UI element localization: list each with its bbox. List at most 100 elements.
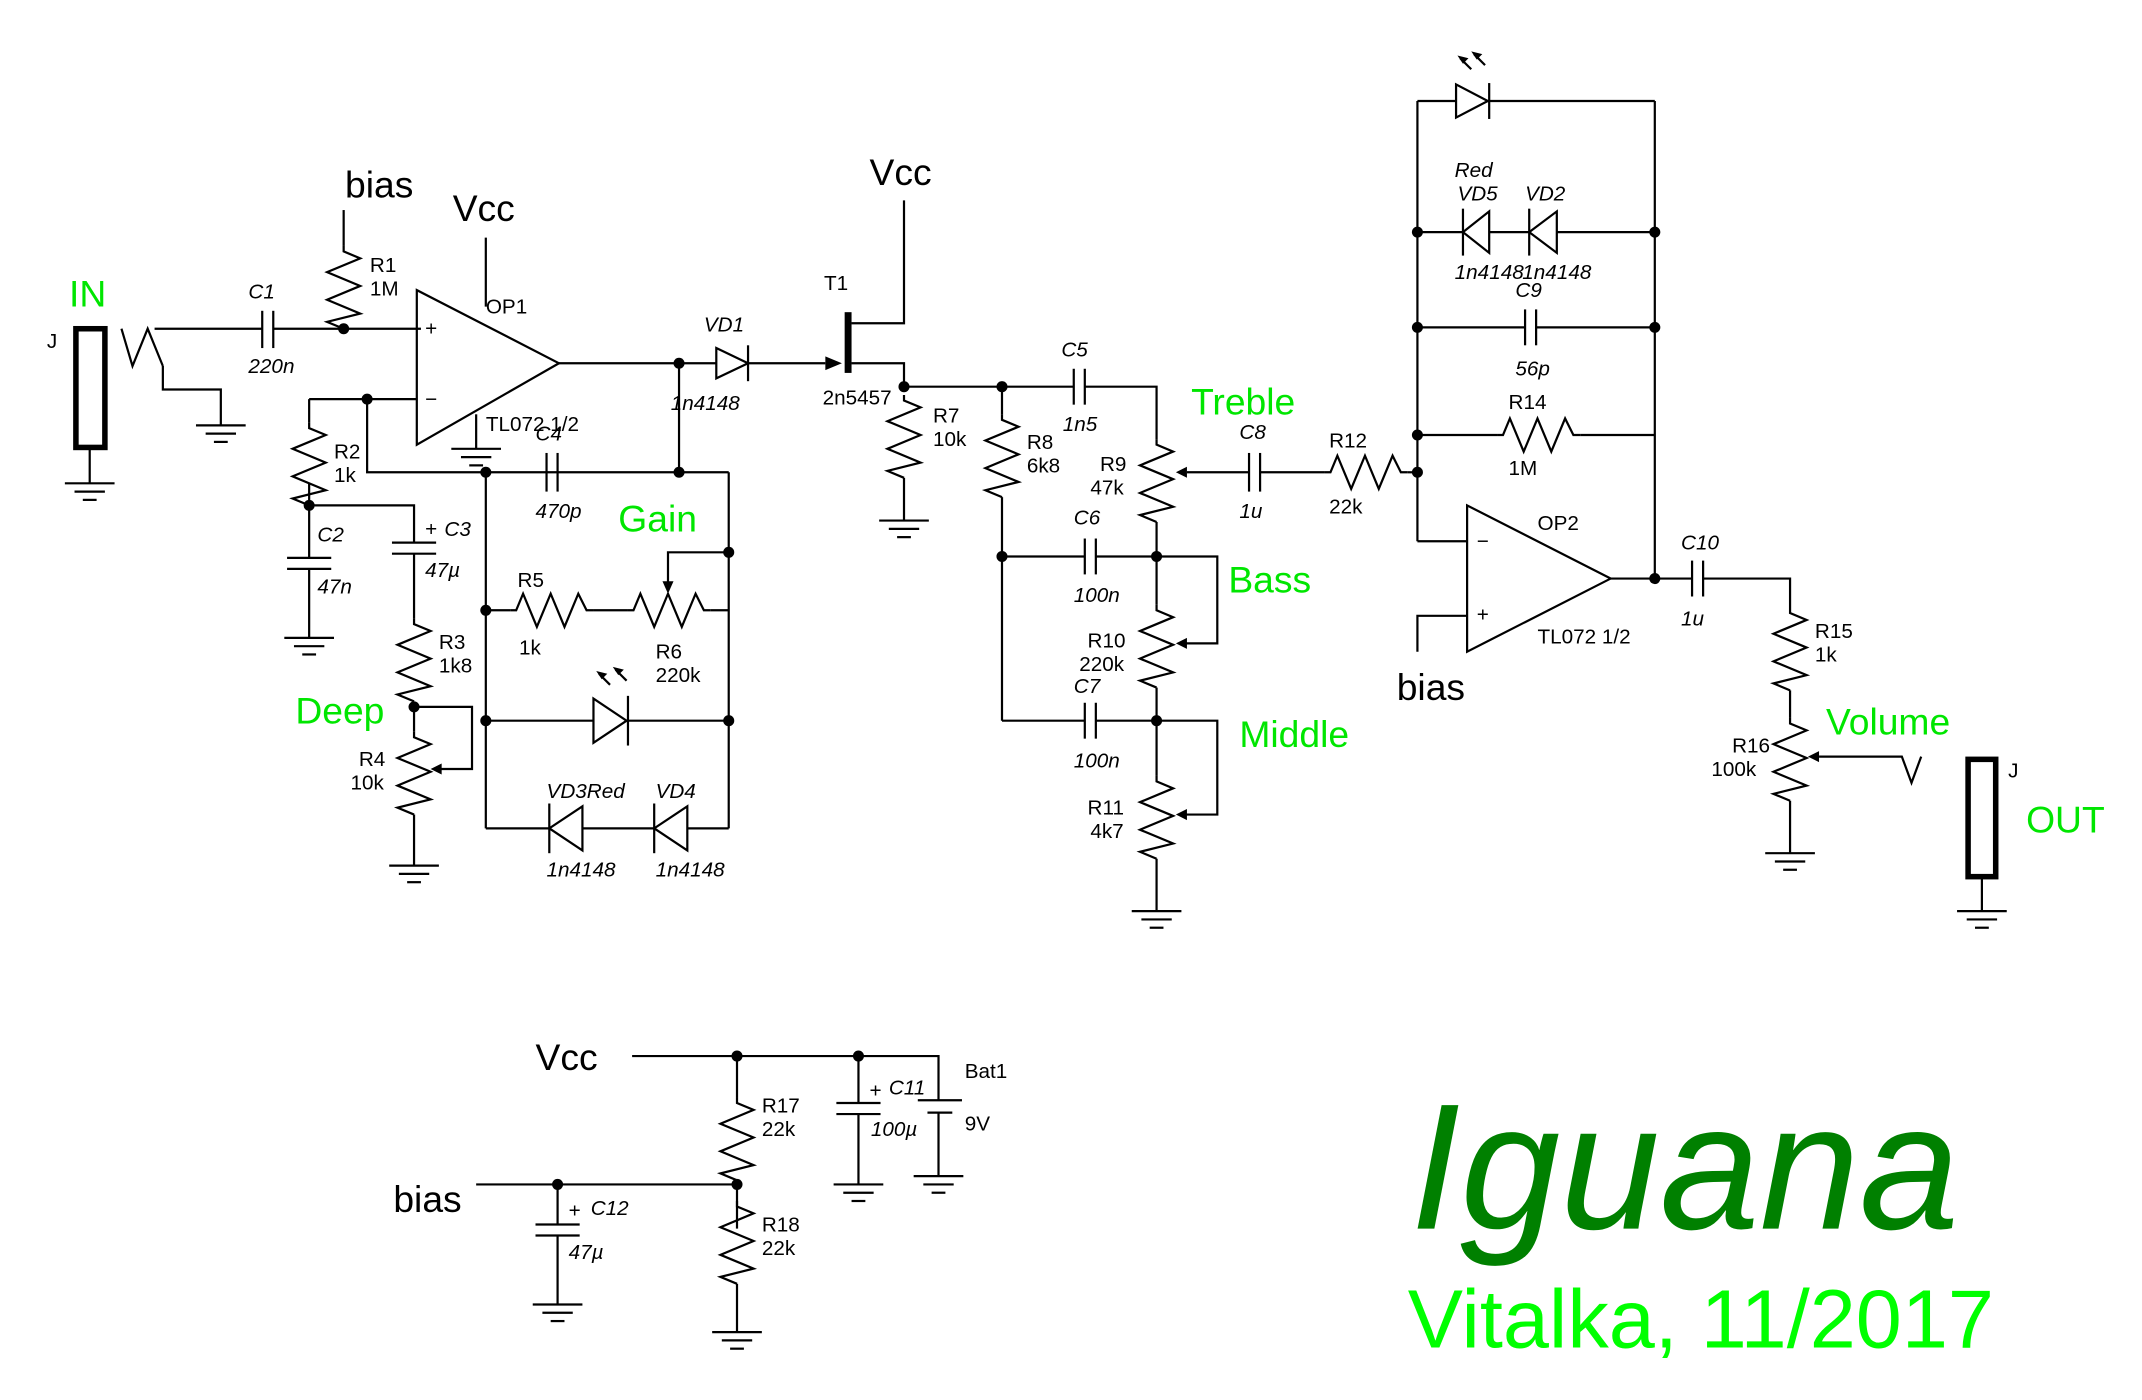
jack-body [73,325,108,451]
svg-text:100k: 100k [1711,758,1757,781]
svg-text:R1: R1 [370,254,396,277]
capacitor-c4: C4 470p [536,423,582,523]
svg-text:Red: Red [1455,159,1494,182]
svg-text:C12: C12 [591,1197,629,1220]
svg-text:100n: 100n [1074,750,1120,773]
svg-text:R17: R17 [762,1095,800,1118]
svg-text:1k8: 1k8 [439,654,472,677]
svg-text:470p: 470p [536,500,582,523]
svg-text:1u: 1u [1681,607,1705,630]
svg-text:R2: R2 [334,440,360,463]
label-bass: Bass [1228,558,1311,600]
svg-text:R8: R8 [1027,431,1053,454]
svg-text:R3: R3 [439,631,465,654]
resistor-r1: bias R1 1M [325,164,413,335]
svg-text:1M: 1M [370,278,399,301]
gain-network: Gain R5 1k R6 220k VD3Red VD4 1n4148 1n4… [480,472,735,882]
label-volume: Volume [1826,701,1950,743]
svg-text:22k: 22k [1329,496,1363,519]
svg-text:R7: R7 [933,405,959,428]
svg-text:J: J [2008,759,2018,782]
svg-text:R6: R6 [656,641,682,664]
svg-text:VD2: VD2 [1525,182,1566,205]
svg-text:VD3Red: VD3Red [547,780,627,803]
svg-text:R15: R15 [1815,620,1853,643]
feedback-network: R2 1k C2 47n + C3 47µ R3 1k8 R4 10k Deep [283,363,729,884]
ground-icon [283,636,336,656]
svg-text:R4: R4 [359,748,385,771]
svg-text:−: − [1477,530,1489,553]
svg-text:R14: R14 [1509,391,1547,414]
svg-text:220n: 220n [247,355,294,378]
svg-text:9V: 9V [965,1113,991,1136]
svg-text:OP1: OP1 [486,296,527,319]
led-icon [1454,82,1491,120]
svg-text:C5: C5 [1061,338,1088,361]
power-supply: Vcc R17 22k R18 22k bias + C12 47µ + C11… [393,1036,1008,1350]
svg-text:+: + [425,318,437,341]
ground-icon [388,864,440,884]
svg-text:1u: 1u [1239,500,1263,523]
label-treble: Treble [1191,380,1295,422]
svg-text:VD5: VD5 [1457,182,1498,205]
svg-text:1n4148: 1n4148 [671,392,741,415]
svg-text:C1: C1 [248,280,274,303]
label-in: IN [69,273,106,315]
svg-text:R11: R11 [1088,797,1124,820]
diode-icon [547,804,584,853]
ground-icon [832,1183,885,1203]
svg-text:OP2: OP2 [1537,512,1578,535]
ground-icon [1764,852,1817,871]
svg-text:10k: 10k [351,772,385,795]
svg-text:4k7: 4k7 [1090,820,1123,843]
net-bias-label: bias [393,1178,461,1220]
svg-text:1n4148: 1n4148 [1455,261,1525,284]
ground-icon [63,482,116,501]
ground-icon [912,1175,965,1194]
subtitle: Vitalka, 11/2017 [1408,1272,1994,1365]
svg-text:1k: 1k [519,636,542,659]
svg-text:1n5: 1n5 [1063,413,1098,436]
buffer-stage: VD1 1n4148 Vcc T1 2n5457 R7 10k [671,151,1074,539]
ground-icon [1130,910,1183,929]
svg-text:1n4148: 1n4148 [656,859,726,882]
output-jack [1965,756,1999,880]
net-bias-label: bias [345,164,413,206]
svg-text:100n: 100n [1074,584,1120,607]
svg-text:R18: R18 [762,1213,800,1236]
net-bias-label: bias [1397,666,1465,708]
led-icon [592,696,629,745]
diode-icon [1527,209,1558,256]
svg-text:220k: 220k [1079,653,1125,676]
ground-icon [531,1303,584,1323]
svg-text:Bat1: Bat1 [965,1060,1008,1083]
svg-text:10k: 10k [933,428,967,451]
svg-text:C2: C2 [317,523,344,546]
svg-text:−: − [425,388,437,411]
svg-text:47n: 47n [317,576,352,599]
opamp-op2: Red VD5 VD2 1n4148 1n4148 C9 56p R14 1M … [1397,51,1693,708]
svg-text:C11: C11 [889,1077,925,1100]
svg-text:C8: C8 [1239,421,1266,444]
net-vcc-label: Vcc [453,187,515,229]
svg-text:47k: 47k [1090,476,1124,499]
svg-text:1n4148: 1n4148 [1522,261,1592,284]
jack-ref: J [47,330,57,353]
tone-stack: R8 6k8 C5 1n5 R9 47k Treble C6 100n R10 … [984,338,1349,929]
input-jack: J IN [47,273,263,501]
ground-icon [711,1331,763,1350]
svg-text:100µ: 100µ [871,1118,918,1141]
svg-text:2n5457: 2n5457 [823,387,892,410]
svg-text:C6: C6 [1074,507,1101,530]
opamp-op1: + − OP1 TL072 1/2 Vcc [415,187,685,467]
title: Iguana [1411,1068,1960,1268]
label-out: OUT [2026,798,2105,840]
svg-text:C7: C7 [1074,675,1102,698]
svg-text:47µ: 47µ [425,559,460,582]
ground-icon [194,424,247,444]
svg-text:C4: C4 [536,423,562,446]
svg-text:6k8: 6k8 [1027,454,1060,477]
svg-text:47µ: 47µ [569,1241,604,1264]
svg-text:+: + [1477,603,1489,626]
output-stage: C10 1u R15 1k R16 100k Volume J OUT [1681,532,2105,929]
